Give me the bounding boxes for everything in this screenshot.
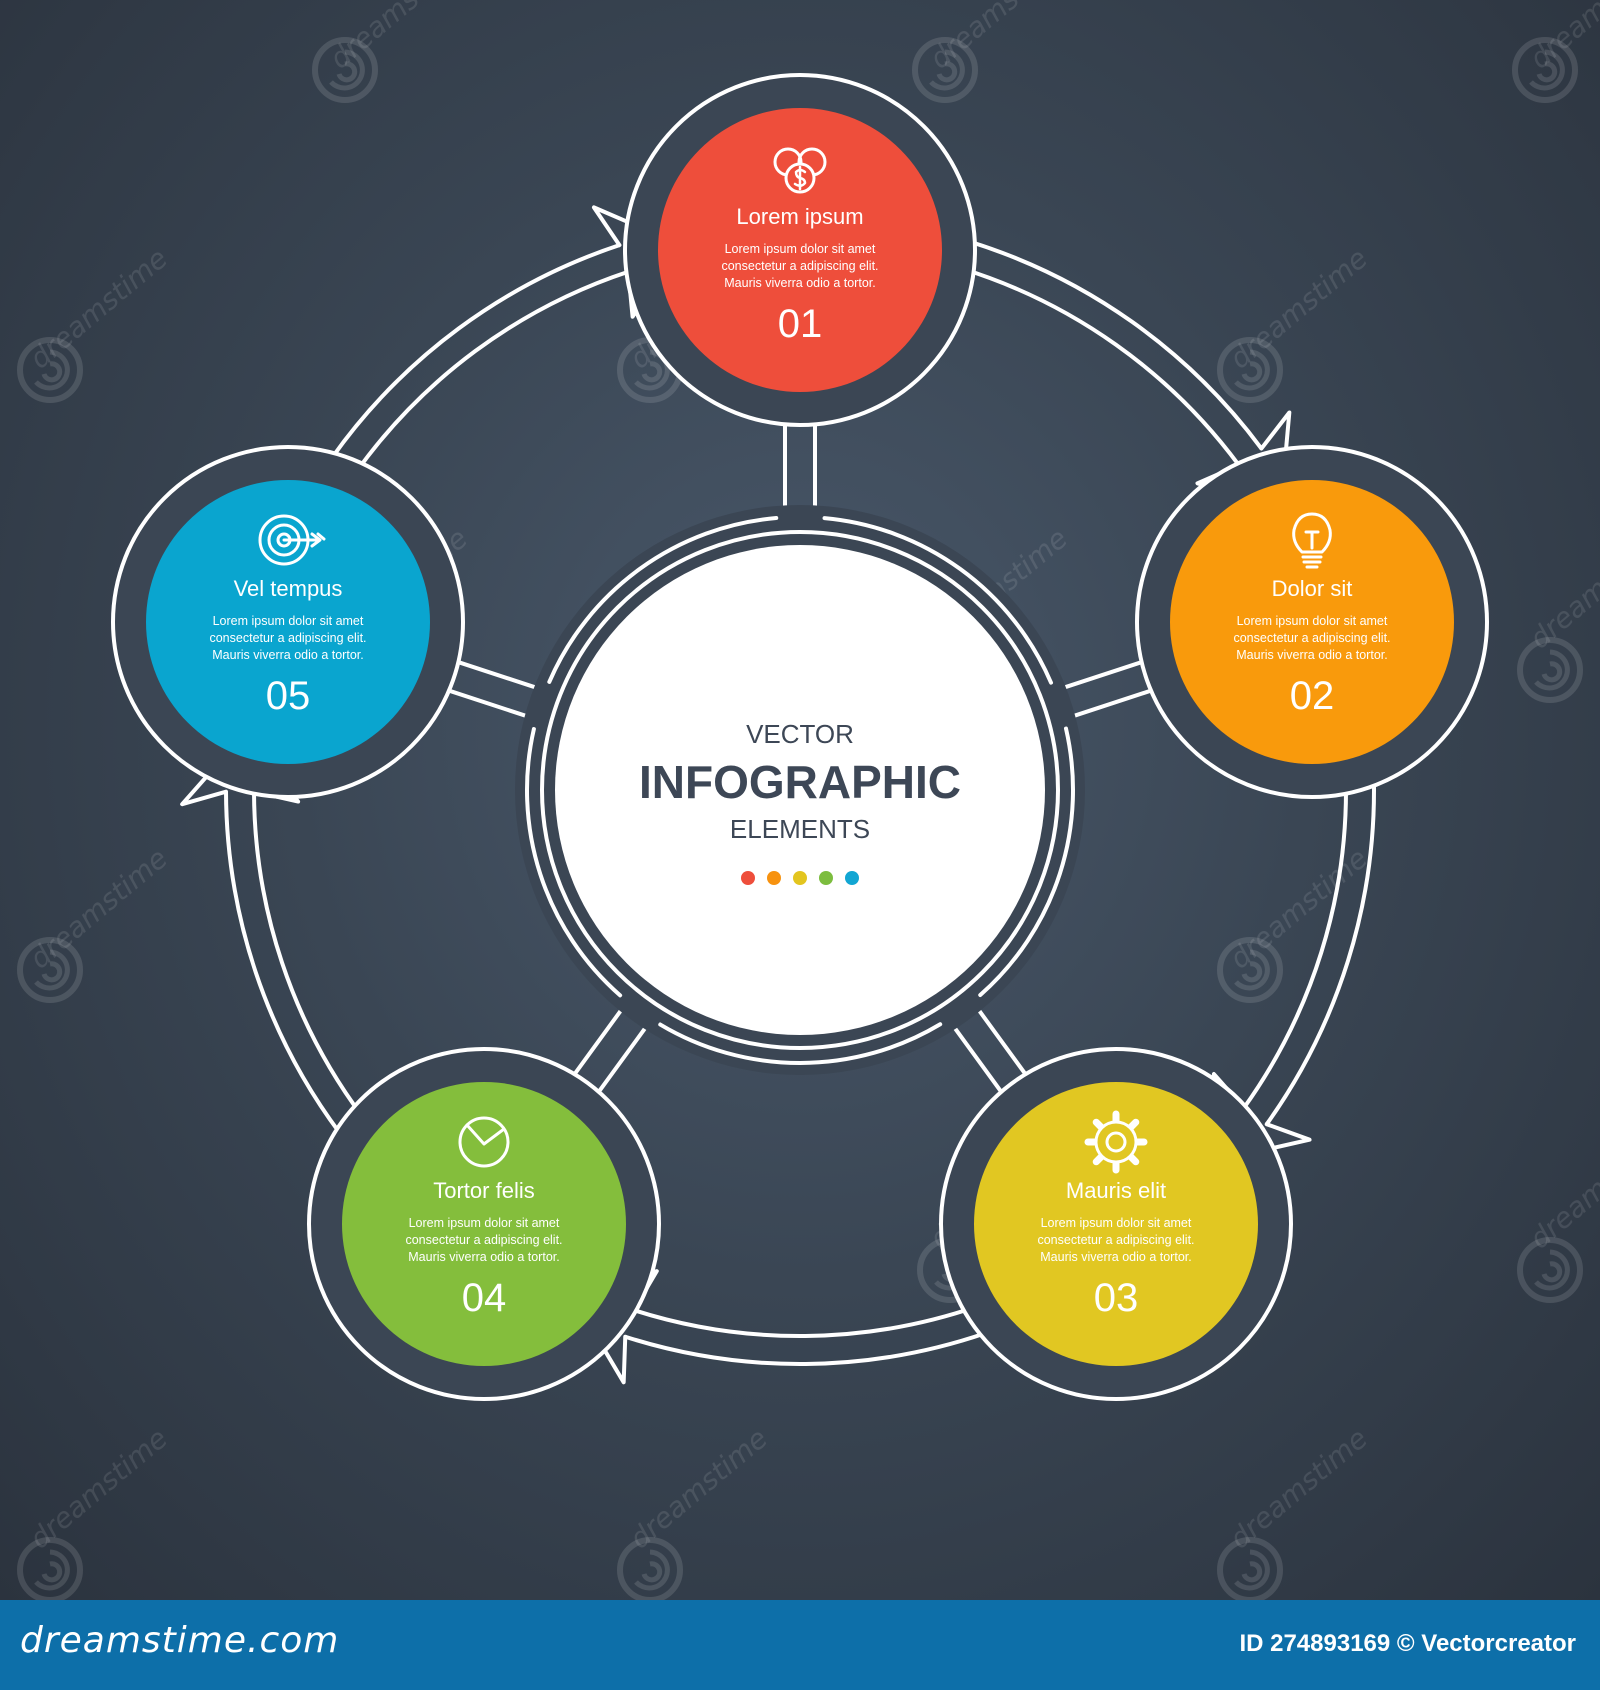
target-icon bbox=[258, 514, 326, 566]
center-title-top: VECTOR bbox=[746, 719, 854, 749]
watermark-swirl-icon bbox=[1517, 1237, 1583, 1303]
watermark-text: dreamstime bbox=[1523, 522, 1600, 656]
step-number: 05 bbox=[266, 674, 311, 718]
watermark-swirl-icon bbox=[17, 1537, 83, 1600]
center-title-bottom: ELEMENTS bbox=[730, 814, 870, 844]
watermark-text: dreamstime bbox=[623, 1422, 774, 1556]
step-title: Dolor sit bbox=[1272, 576, 1353, 601]
step-description-line: Lorem ipsum dolor sit amet bbox=[409, 1216, 560, 1230]
step-description-line: Mauris viverra odio a tortor. bbox=[1236, 648, 1387, 662]
center-color-dot bbox=[845, 871, 859, 885]
step-description-line: Mauris viverra odio a tortor. bbox=[212, 648, 363, 662]
gear-icon bbox=[1084, 1110, 1148, 1174]
diagram-canvas: dreamstime dreamstime dreamstime dreamstime… bbox=[0, 0, 1600, 1600]
step-description-line: consectetur a adipiscing elit. bbox=[1037, 1233, 1194, 1247]
step-disc bbox=[342, 1082, 626, 1366]
dollar-coins-icon bbox=[773, 147, 827, 194]
watermark-swirl-icon bbox=[1517, 637, 1583, 703]
connector-line bbox=[945, 1016, 1005, 1095]
connectors bbox=[445, 421, 1155, 1095]
watermark-swirl-icon bbox=[1512, 37, 1578, 103]
connector-line bbox=[571, 999, 630, 1078]
watermark-swirl-icon bbox=[912, 37, 978, 103]
watermark-text: dreamstime bbox=[23, 842, 174, 976]
watermark-swirl-icon bbox=[17, 337, 83, 403]
watermark-text: dreamstime bbox=[1223, 1422, 1374, 1556]
watermark-swirl-icon bbox=[617, 1537, 683, 1600]
center-disc bbox=[555, 545, 1045, 1035]
footer-bar: dreamstime.com ID 274893169 © Vectorcrea… bbox=[0, 1600, 1600, 1690]
center-ring-segment bbox=[525, 727, 623, 998]
step-description-line: consectetur a adipiscing elit. bbox=[1233, 631, 1390, 645]
step-description-line: Mauris viverra odio a tortor. bbox=[408, 1250, 559, 1264]
step-description-line: Mauris viverra odio a tortor. bbox=[1040, 1250, 1191, 1264]
watermark-text: dreamstime bbox=[23, 1422, 174, 1556]
watermark-text: dreamstime bbox=[1523, 1122, 1600, 1256]
footer-site-label: dreamstime.com bbox=[20, 1620, 340, 1661]
watermark-swirl-icon bbox=[17, 937, 83, 1003]
center-color-dot bbox=[819, 871, 833, 885]
step-description-line: Lorem ipsum dolor sit amet bbox=[725, 242, 876, 256]
connector-line bbox=[1061, 688, 1155, 722]
center-color-dot bbox=[767, 871, 781, 885]
step-description-line: consectetur a adipiscing elit. bbox=[721, 259, 878, 273]
step-description-line: consectetur a adipiscing elit. bbox=[405, 1233, 562, 1247]
connector-line bbox=[445, 688, 539, 722]
step-description-line: Mauris viverra odio a tortor. bbox=[724, 276, 875, 290]
step-title: Tortor felis bbox=[433, 1178, 534, 1203]
center-color-dot bbox=[793, 871, 807, 885]
connector-line bbox=[595, 1016, 655, 1095]
step-description-line: Lorem ipsum dolor sit amet bbox=[213, 614, 364, 628]
center-ring-segment bbox=[547, 516, 779, 684]
watermark-text: dreamstime bbox=[1223, 242, 1374, 376]
center-ring-segment bbox=[978, 726, 1075, 998]
pie-chart-icon bbox=[458, 1116, 510, 1168]
lightbulb-icon bbox=[1292, 512, 1332, 569]
step-number: 04 bbox=[462, 1276, 507, 1320]
step-description-line: consectetur a adipiscing elit. bbox=[209, 631, 366, 645]
center-ring-segment bbox=[822, 516, 1054, 685]
center-color-dot bbox=[741, 871, 755, 885]
center-hub: VECTOR INFOGRAPHIC ELEMENTS bbox=[515, 505, 1085, 1075]
watermark-swirl-icon bbox=[1217, 937, 1283, 1003]
center-ring-segment bbox=[658, 1022, 943, 1065]
watermark-text: dreamstime bbox=[23, 242, 174, 376]
step-disc bbox=[146, 480, 430, 764]
step-number: 01 bbox=[778, 302, 823, 346]
step-title: Lorem ipsum bbox=[736, 204, 863, 229]
connector-line bbox=[1051, 659, 1145, 693]
step-description-line: Lorem ipsum dolor sit amet bbox=[1237, 614, 1388, 628]
step-description-line: Lorem ipsum dolor sit amet bbox=[1041, 1216, 1192, 1230]
step-disc bbox=[974, 1082, 1258, 1366]
step-title: Vel tempus bbox=[234, 576, 343, 601]
footer-id-label: ID 274893169 © Vectorcreator bbox=[1239, 1630, 1576, 1657]
step-title: Mauris elit bbox=[1066, 1178, 1166, 1203]
connector-line bbox=[455, 659, 549, 693]
cycle-diagram: dreamstime dreamstime dreamstime dreamstime… bbox=[17, 0, 1600, 1600]
watermark-swirl-icon bbox=[1217, 1537, 1283, 1600]
step-disc bbox=[1170, 480, 1454, 764]
center-title-main: INFOGRAPHIC bbox=[639, 756, 961, 808]
watermark-swirl-icon bbox=[312, 37, 378, 103]
step-disc bbox=[658, 108, 942, 392]
connector-line bbox=[970, 999, 1029, 1078]
watermark-swirl-icon bbox=[1217, 337, 1283, 403]
step-number: 02 bbox=[1290, 674, 1335, 718]
center-ring bbox=[540, 530, 1060, 1050]
step-number: 03 bbox=[1094, 1276, 1139, 1320]
